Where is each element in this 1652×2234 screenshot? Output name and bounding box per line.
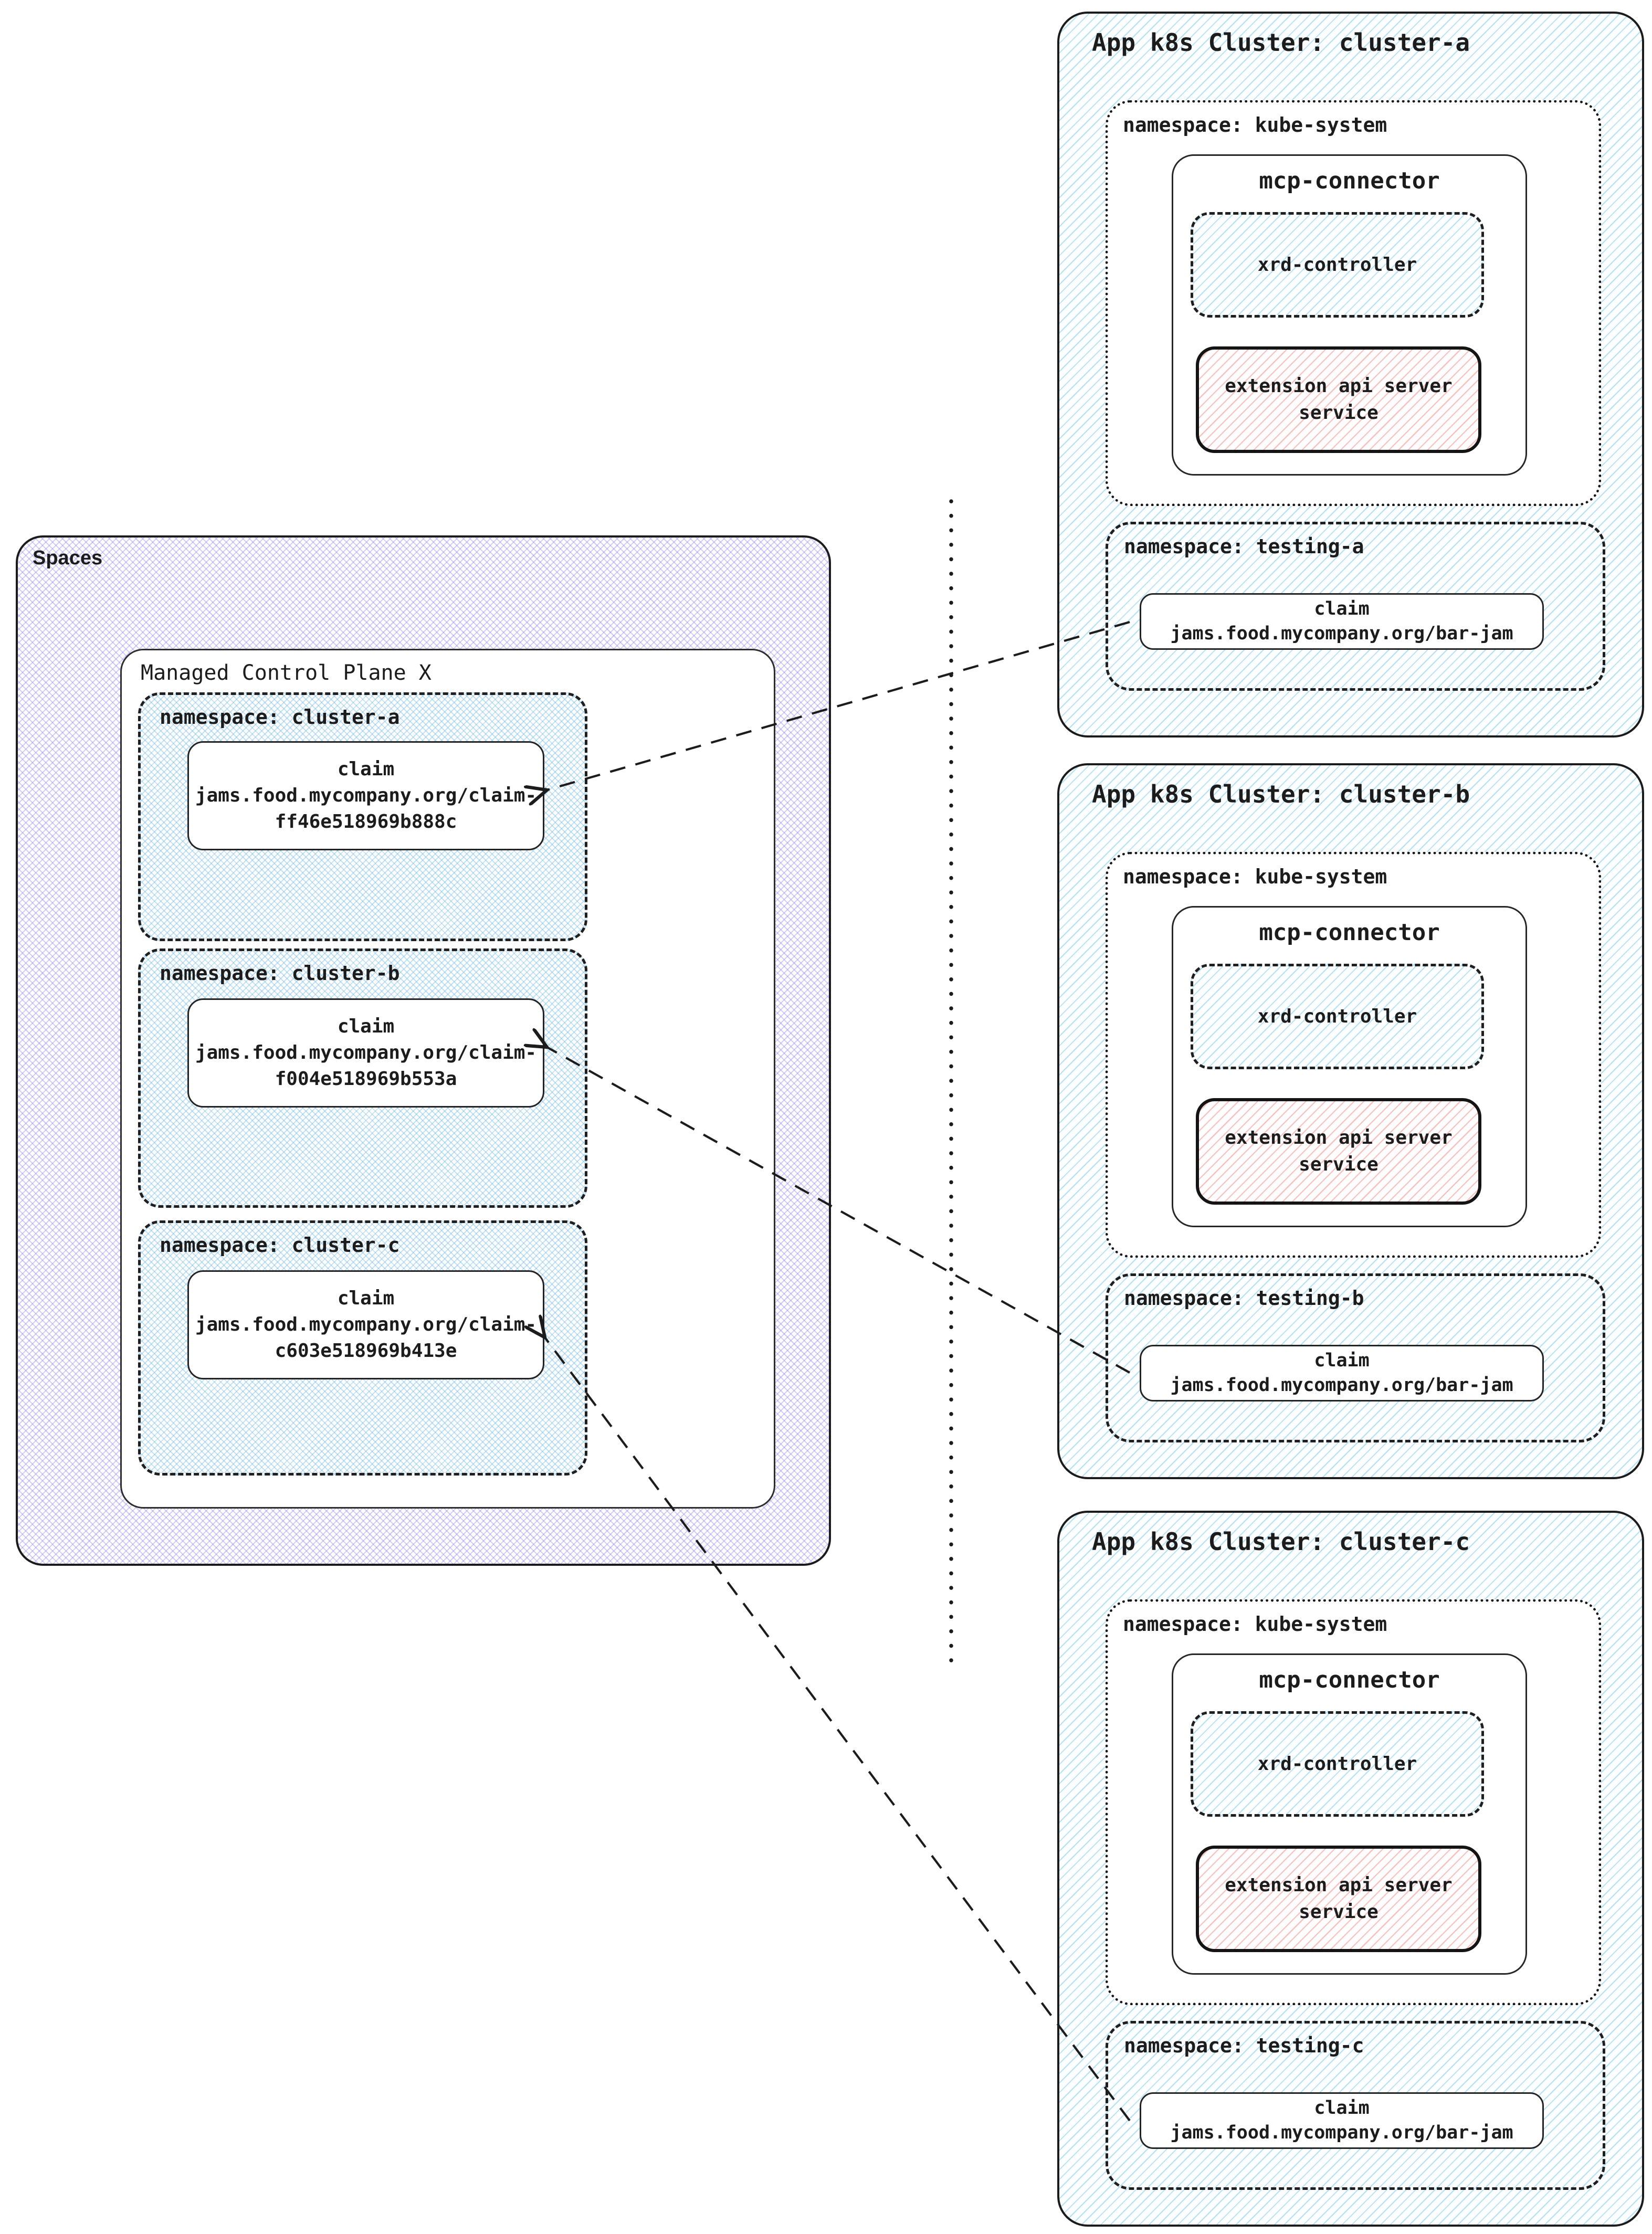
xrd-controller-box-b: xrd-controller bbox=[1191, 964, 1484, 1069]
spaces-box: Spaces Managed Control Plane X namespace… bbox=[16, 535, 831, 1566]
extension-api-line2: service bbox=[1299, 1901, 1379, 1923]
extension-api-line1: extension api server bbox=[1225, 375, 1453, 397]
app-cluster-a-label: App k8s Cluster: cluster-a bbox=[1092, 28, 1470, 57]
xrd-controller-label-c: xrd-controller bbox=[1257, 1753, 1417, 1775]
claim-path: jams.food.mycompany.org/claim- bbox=[195, 785, 537, 807]
managed-control-plane-label: Managed Control Plane X bbox=[141, 661, 432, 685]
kube-system-label-c: namespace: kube-system bbox=[1123, 1613, 1387, 1636]
spaces-label: Spaces bbox=[33, 547, 103, 569]
claim-title: claim bbox=[1314, 2097, 1370, 2119]
mcp-connector-label-a: mcp-connector bbox=[1259, 167, 1440, 194]
mcp-connector-box-a: mcp-connector xrd-controller extension a… bbox=[1172, 154, 1527, 476]
claim-box-cluster-b: claim jams.food.mycompany.org/claim- f00… bbox=[187, 998, 544, 1108]
extension-api-server-box-b: extension api server service bbox=[1196, 1098, 1481, 1205]
kube-system-box-a: namespace: kube-system mcp-connector xrd… bbox=[1106, 100, 1601, 506]
testing-b-label: namespace: testing-b bbox=[1124, 1287, 1364, 1310]
mcp-connector-label-c: mcp-connector bbox=[1259, 1667, 1440, 1693]
claim-hash: f004e518969b553a bbox=[275, 1068, 457, 1090]
xrd-controller-box-a: xrd-controller bbox=[1191, 212, 1484, 318]
claim-path: jams.food.mycompany.org/bar-jam bbox=[1170, 1375, 1513, 1396]
claim-bar-jam-box-b: claim jams.food.mycompany.org/bar-jam bbox=[1140, 1345, 1544, 1401]
claim-title: claim bbox=[1314, 598, 1370, 619]
claim-path: jams.food.mycompany.org/bar-jam bbox=[1170, 623, 1513, 644]
claim-path: jams.food.mycompany.org/claim- bbox=[195, 1042, 537, 1064]
app-cluster-c-label: App k8s Cluster: cluster-c bbox=[1092, 1527, 1470, 1556]
kube-system-label-a: namespace: kube-system bbox=[1123, 113, 1387, 136]
kube-system-label-b: namespace: kube-system bbox=[1123, 865, 1387, 888]
claim-title: claim bbox=[337, 1288, 395, 1310]
extension-api-line1: extension api server bbox=[1225, 1874, 1453, 1896]
namespace-cluster-b-box: namespace: cluster-b claim jams.food.myc… bbox=[138, 949, 587, 1208]
namespace-cluster-c-label: namespace: cluster-c bbox=[160, 1234, 400, 1257]
mcp-connector-label-b: mcp-connector bbox=[1259, 919, 1440, 946]
claim-path: jams.food.mycompany.org/bar-jam bbox=[1170, 2122, 1513, 2143]
namespace-cluster-c-box: namespace: cluster-c claim jams.food.myc… bbox=[138, 1220, 587, 1476]
claim-path: jams.food.mycompany.org/claim- bbox=[195, 1314, 537, 1336]
extension-api-line2: service bbox=[1299, 402, 1379, 424]
claim-bar-jam-box-c: claim jams.food.mycompany.org/bar-jam bbox=[1140, 2092, 1544, 2149]
app-cluster-b-label: App k8s Cluster: cluster-b bbox=[1092, 780, 1470, 808]
namespace-cluster-a-box: namespace: cluster-a claim jams.food.myc… bbox=[138, 692, 587, 941]
kube-system-box-b: namespace: kube-system mcp-connector xrd… bbox=[1106, 852, 1601, 1258]
xrd-controller-label-b: xrd-controller bbox=[1257, 1006, 1417, 1027]
app-cluster-b-box: App k8s Cluster: cluster-b namespace: ku… bbox=[1057, 763, 1644, 1479]
xrd-controller-box-c: xrd-controller bbox=[1191, 1711, 1484, 1817]
extension-api-server-box-c: extension api server service bbox=[1196, 1846, 1481, 1952]
claim-title: claim bbox=[337, 758, 395, 781]
app-cluster-a-box: App k8s Cluster: cluster-a namespace: ku… bbox=[1057, 12, 1644, 737]
mcp-connector-box-c: mcp-connector xrd-controller extension a… bbox=[1172, 1653, 1527, 1975]
namespace-cluster-b-label: namespace: cluster-b bbox=[160, 962, 400, 985]
claim-bar-jam-box-a: claim jams.food.mycompany.org/bar-jam bbox=[1140, 593, 1544, 650]
mcp-connector-box-b: mcp-connector xrd-controller extension a… bbox=[1172, 906, 1527, 1227]
claim-title: claim bbox=[337, 1016, 395, 1038]
extension-api-line1: extension api server bbox=[1225, 1127, 1453, 1149]
xrd-controller-label-a: xrd-controller bbox=[1257, 254, 1417, 276]
extension-api-server-box-a: extension api server service bbox=[1196, 346, 1481, 453]
claim-hash: c603e518969b413e bbox=[275, 1340, 457, 1362]
claim-title: claim bbox=[1314, 1350, 1370, 1371]
testing-a-box: namespace: testing-a claim jams.food.myc… bbox=[1106, 522, 1605, 691]
testing-c-label: namespace: testing-c bbox=[1124, 2034, 1364, 2057]
managed-control-plane-box: Managed Control Plane X namespace: clust… bbox=[120, 649, 775, 1509]
claim-box-cluster-c: claim jams.food.mycompany.org/claim- c60… bbox=[187, 1270, 544, 1379]
extension-api-line2: service bbox=[1299, 1153, 1379, 1175]
testing-a-label: namespace: testing-a bbox=[1124, 535, 1364, 558]
testing-c-box: namespace: testing-c claim jams.food.myc… bbox=[1106, 2021, 1605, 2190]
kube-system-box-c: namespace: kube-system mcp-connector xrd… bbox=[1106, 1599, 1601, 2005]
claim-box-cluster-a: claim jams.food.mycompany.org/claim- ff4… bbox=[187, 741, 544, 850]
testing-b-box: namespace: testing-b claim jams.food.myc… bbox=[1106, 1273, 1605, 1442]
app-cluster-c-box: App k8s Cluster: cluster-c namespace: ku… bbox=[1057, 1511, 1644, 2227]
namespace-cluster-a-label: namespace: cluster-a bbox=[160, 705, 400, 729]
claim-hash: ff46e518969b888c bbox=[275, 810, 457, 833]
